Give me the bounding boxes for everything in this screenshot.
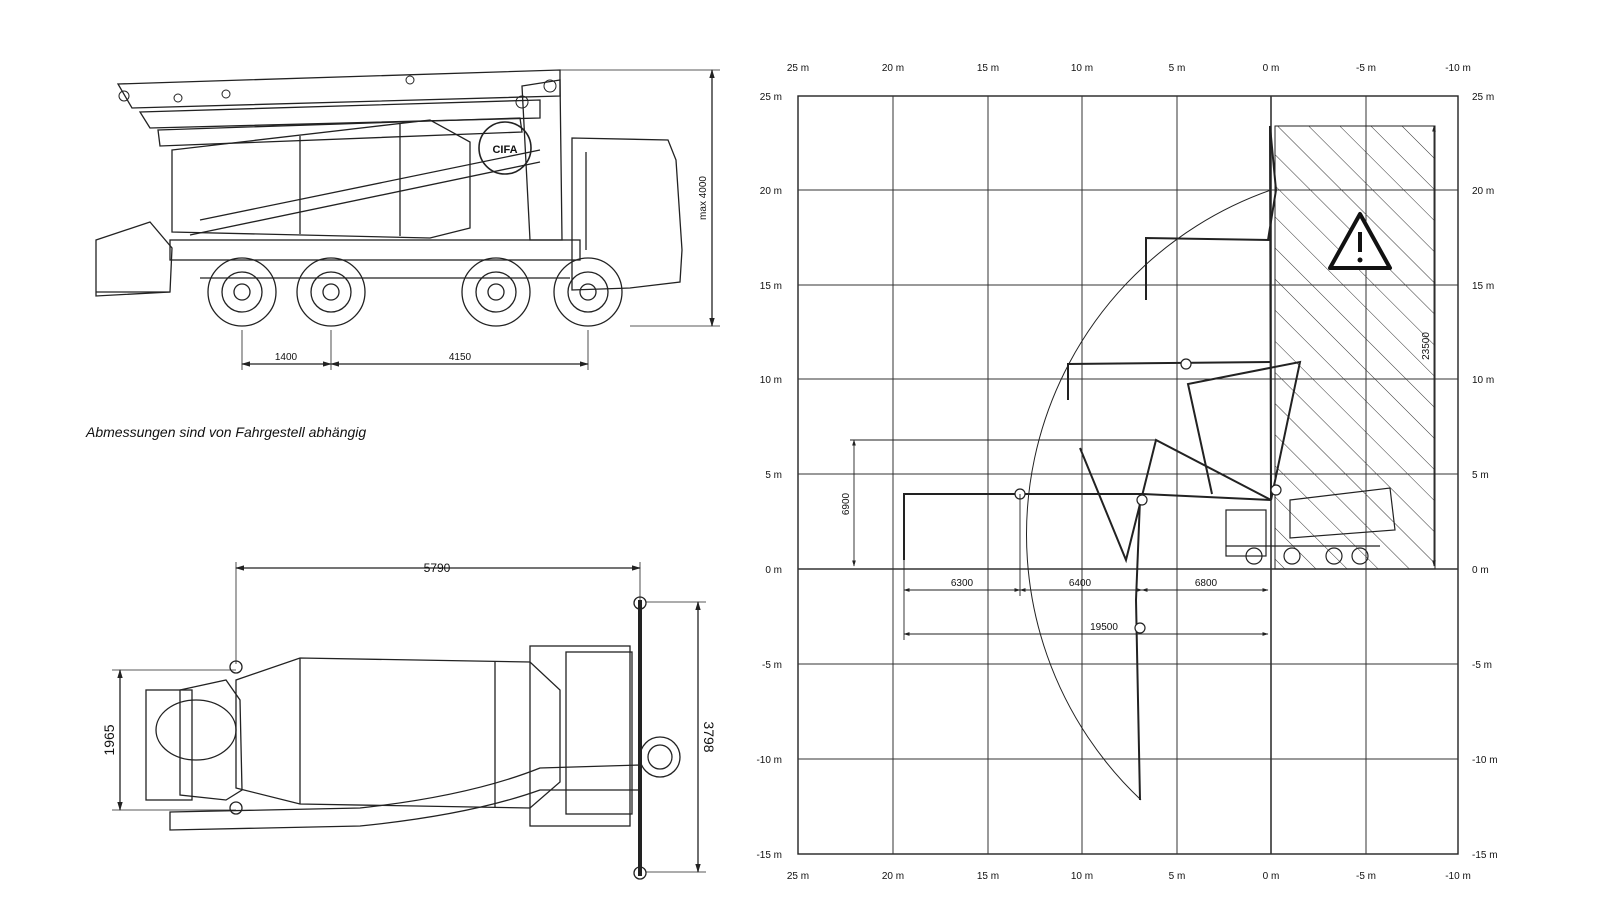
boom-pos-3 bbox=[1186, 360, 1302, 501]
y-tick-label-right: 25 m bbox=[1472, 92, 1494, 103]
axle-label-1: 1400 bbox=[275, 352, 298, 363]
x-tick-label-bottom: -5 m bbox=[1356, 871, 1376, 882]
y-tick-label-left: 20 m bbox=[760, 186, 782, 197]
boom-pos-6 bbox=[1134, 499, 1141, 801]
x-tick-label-top: 20 m bbox=[882, 63, 904, 74]
hopper-shape bbox=[179, 679, 243, 801]
boom-vertical bbox=[1267, 125, 1278, 501]
boom-pos-1 bbox=[1145, 236, 1271, 300]
x-tick-label-top: 0 m bbox=[1263, 63, 1280, 74]
boom-positions bbox=[903, 125, 1302, 801]
boom-arm-3 bbox=[157, 117, 523, 147]
y-tick-label-left: -15 m bbox=[756, 850, 782, 861]
boom-arm-2 bbox=[138, 99, 541, 129]
y-tick-label-left: 10 m bbox=[760, 375, 782, 386]
y-tick-label-left: -10 m bbox=[756, 755, 782, 766]
y-tick-label-left: 0 m bbox=[765, 565, 782, 576]
diagram-frame bbox=[797, 95, 1459, 855]
danger-zone bbox=[1274, 125, 1436, 570]
top-view bbox=[112, 562, 706, 880]
x-tick-label-bottom: -10 m bbox=[1445, 871, 1471, 882]
reach-diagram bbox=[797, 95, 1459, 855]
y-axis-labels-right: 25 m 20 m 15 m 10 m 5 m 0 m -5 m -10 m -15 m bbox=[1472, 92, 1498, 861]
y-tick-label-right: -15 m bbox=[1472, 850, 1498, 861]
x-tick-label-bottom: 5 m bbox=[1169, 871, 1186, 882]
warning-icon bbox=[1328, 212, 1392, 270]
cab-top bbox=[565, 651, 633, 815]
width-label: 1965 bbox=[101, 724, 117, 755]
x-axis-labels-top: 25 m 20 m 15 m 10 m 5 m 0 m -5 m -10 m bbox=[787, 63, 1471, 74]
reach-dimensions bbox=[850, 125, 1436, 640]
y-tick-label-right: 5 m bbox=[1472, 470, 1489, 481]
boom-pos-4 bbox=[1079, 438, 1272, 564]
axle-label-2: 4150 bbox=[449, 352, 472, 363]
y-tick-label-right: 0 m bbox=[1472, 565, 1489, 576]
seg-label-1: 6300 bbox=[951, 578, 974, 589]
x-tick-label-top: 15 m bbox=[977, 63, 999, 74]
x-tick-label-top: 10 m bbox=[1071, 63, 1093, 74]
y-tick-label-left: -5 m bbox=[762, 660, 782, 671]
boom-tower bbox=[521, 79, 563, 241]
x-tick-label-bottom: 25 m bbox=[787, 871, 809, 882]
y-axis-labels-left: 25 m 20 m 15 m 10 m 5 m 0 m -5 m -10 m -15 m bbox=[756, 92, 782, 861]
x-tick-label-top: 25 m bbox=[787, 63, 809, 74]
x-tick-label-bottom: 20 m bbox=[882, 871, 904, 882]
vertical-reach-label: 23500 bbox=[1421, 332, 1432, 360]
rear-hopper-top bbox=[145, 689, 193, 801]
x-tick-label-bottom: 15 m bbox=[977, 871, 999, 882]
chassis-frame bbox=[169, 239, 581, 261]
dimensions-note: Abmessungen sind von Fahrgestell abhängi… bbox=[86, 424, 367, 440]
y-tick-label-left: 25 m bbox=[760, 92, 782, 103]
hopper-ellipse bbox=[155, 699, 237, 761]
horizontal-reach-label: 19500 bbox=[1090, 622, 1118, 633]
wheels bbox=[207, 257, 623, 327]
truck-cab bbox=[571, 137, 683, 291]
outrigger-label: 3798 bbox=[701, 721, 717, 752]
slew-ring bbox=[639, 736, 681, 778]
x-tick-label-top: -10 m bbox=[1445, 63, 1471, 74]
boom-pos-2 bbox=[1067, 361, 1272, 400]
pump-truck-miniature bbox=[1225, 487, 1396, 565]
x-axis-labels-bottom: 25 m 20 m 15 m 10 m 5 m 0 m -5 m -10 m bbox=[787, 871, 1471, 882]
boom-curve-top bbox=[169, 764, 641, 831]
x-tick-label-bottom: 0 m bbox=[1263, 871, 1280, 882]
seg-label-3: 6800 bbox=[1195, 578, 1218, 589]
boom-arm-1 bbox=[116, 69, 561, 109]
y-tick-label-right: 10 m bbox=[1472, 375, 1494, 386]
boom-pos-5 bbox=[903, 493, 1272, 560]
rear-hopper bbox=[95, 221, 173, 297]
length-label: 5790 bbox=[424, 561, 451, 575]
side-view bbox=[95, 69, 720, 370]
reach-arc bbox=[1026, 189, 1272, 801]
mixer-drum bbox=[171, 119, 471, 239]
seg-label-2: 6400 bbox=[1069, 578, 1092, 589]
y-tick-label-left: 15 m bbox=[760, 281, 782, 292]
cifa-logo-text: CIFA bbox=[492, 144, 517, 156]
height-label: max 4000 bbox=[698, 176, 709, 220]
x-tick-label-bottom: 10 m bbox=[1071, 871, 1093, 882]
x-tick-label-top: 5 m bbox=[1169, 63, 1186, 74]
height-6900-label: 6900 bbox=[841, 492, 852, 515]
y-tick-label-right: -5 m bbox=[1472, 660, 1492, 671]
cifa-logo bbox=[478, 121, 532, 175]
x-tick-label-top: -5 m bbox=[1356, 63, 1376, 74]
y-tick-label-left: 5 m bbox=[765, 470, 782, 481]
boom-pins bbox=[118, 75, 557, 109]
y-tick-label-right: -10 m bbox=[1472, 755, 1498, 766]
chassis-top bbox=[529, 645, 631, 827]
y-tick-label-right: 20 m bbox=[1472, 186, 1494, 197]
y-tick-label-right: 15 m bbox=[1472, 281, 1494, 292]
boom-joints bbox=[1014, 358, 1282, 634]
mixer-drum-top bbox=[235, 657, 561, 809]
